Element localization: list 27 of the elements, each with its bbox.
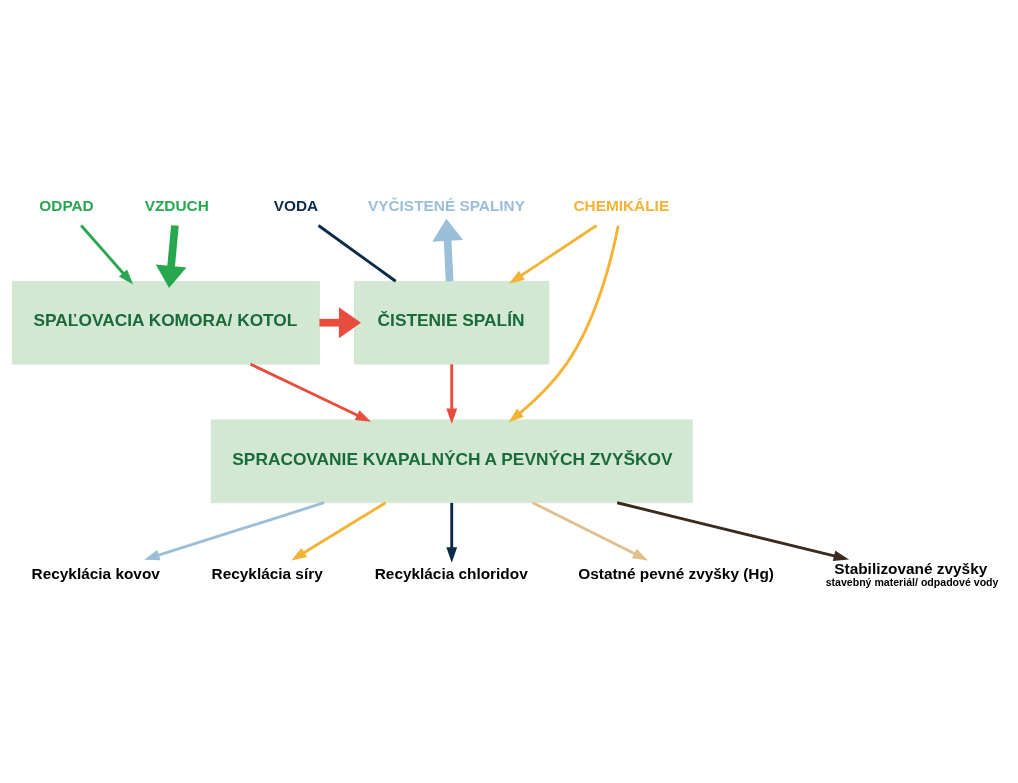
connector [317, 223, 397, 282]
arrow [432, 218, 464, 281]
arrow [446, 363, 458, 424]
node-text: VODA [273, 196, 319, 214]
node-text: VYČISTENÉ SPALINY [368, 196, 525, 214]
node-box: ČISTENIE SPALÍN [354, 280, 550, 365]
arrow [291, 501, 387, 561]
arrow [616, 500, 850, 561]
arrow [80, 224, 134, 285]
arrow [144, 500, 325, 560]
arrow [319, 306, 362, 338]
node-text: Recyklácia síry [211, 564, 323, 582]
node-box: SPRACOVANIE KVAPALNÝCH A PEVNÝCH ZVYŠKOV [210, 418, 693, 503]
node-text: Ostatné pevné zvyšky (Hg) [578, 564, 774, 582]
node-text: Recyklácia kovov [31, 564, 160, 582]
node-text: ODPAD [39, 196, 94, 214]
node-text: CHEMIKÁLIE [573, 196, 670, 214]
arrow [508, 223, 598, 284]
arrow [249, 362, 372, 422]
node-box: SPAĽOVACIA KOMORA/ KOTOL [11, 280, 320, 365]
node-text: VZDUCH [144, 196, 209, 214]
node-text: Recyklácia chloridov [374, 564, 528, 582]
arrow [532, 500, 649, 560]
arrow [508, 225, 620, 423]
arrow [155, 224, 187, 288]
arrow [446, 502, 458, 563]
node-text: Stabilizované zvyšky [834, 559, 988, 577]
